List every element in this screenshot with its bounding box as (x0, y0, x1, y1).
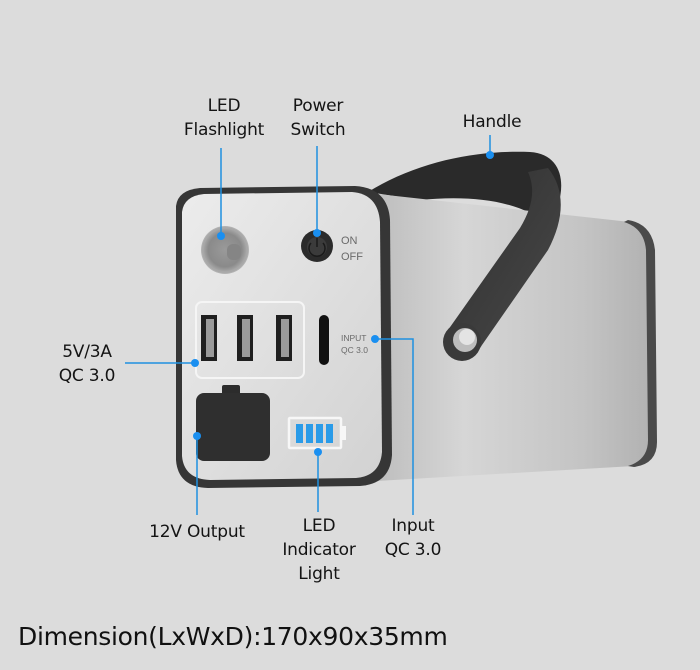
callout-power-switch-line2: Switch (290, 120, 346, 140)
switch-off-text: OFF (341, 251, 363, 263)
callout-12v-output: 12V Output (134, 520, 260, 544)
callout-led-indicator-line3: Light (298, 564, 340, 584)
input-marking-line2: QC 3.0 (341, 345, 368, 355)
callout-led-flashlight-line1: LED (207, 96, 241, 116)
input-marking-line1: INPUT (341, 333, 367, 343)
usb-port-group (195, 301, 305, 379)
callout-led-indicator-line1: LED (302, 516, 336, 536)
callout-usb-output-line2: QC 3.0 (58, 366, 116, 386)
callout-led-indicator-line2: Indicator (282, 540, 356, 560)
callout-usb-output-line1: 5V/3A (62, 342, 112, 362)
callout-led-indicator: LED Indicator Light (268, 514, 370, 586)
callout-dots (191, 151, 494, 456)
usb-c-input-port (319, 315, 329, 365)
callout-12v-output-line1: 12V Output (149, 522, 245, 542)
callout-led-flashlight: LED Flashlight (170, 94, 278, 142)
callout-led-flashlight-line2: Flashlight (183, 120, 265, 140)
dimension-text: Dimension(LxWxD):170x90x35mm (18, 622, 448, 651)
callout-usb-output: 5V/3A QC 3.0 (44, 340, 130, 388)
callout-input-qc: Input QC 3.0 (372, 514, 454, 562)
battery-indicator (287, 416, 346, 450)
callout-handle-line1: Handle (462, 112, 522, 132)
handle-strap (443, 168, 561, 361)
callout-handle: Handle (448, 110, 536, 134)
switch-on-text: ON (341, 235, 358, 247)
device-body (360, 192, 657, 482)
power-switch (301, 230, 333, 262)
callout-input-qc-line2: QC 3.0 (384, 540, 442, 560)
12v-output-cover (196, 385, 270, 461)
callout-input-qc-line1: Input (391, 516, 435, 536)
callout-power-switch: Power Switch (278, 94, 358, 142)
led-flashlight-lens (201, 226, 249, 274)
handle (368, 151, 562, 225)
callout-power-switch-line1: Power (292, 96, 344, 116)
